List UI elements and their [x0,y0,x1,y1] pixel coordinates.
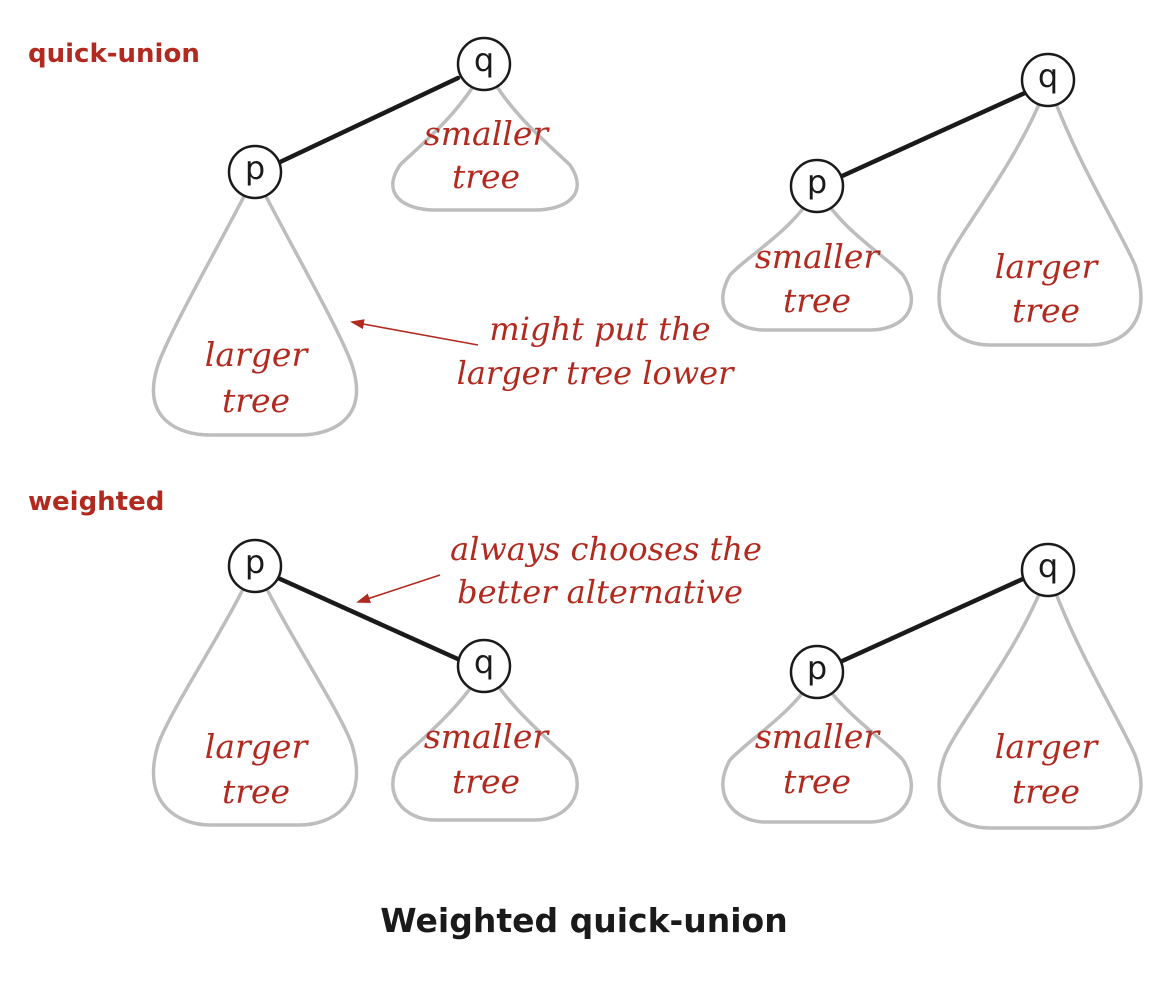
quick-union-label: quick-union [28,39,200,69]
quick-union-note-line2: larger tree lower [457,354,736,392]
weighted-note-arrow [356,574,441,603]
w-right-group: p q smaller tree larger tree [721,542,1143,830]
smaller-tree-outline [721,183,914,332]
node-p: p [227,144,283,200]
larger-tree-label-line2: tree [222,381,290,420]
smaller-tree-label-line1: smaller [424,114,551,153]
larger-tree-outline [937,566,1143,830]
smaller-tree-label-line2: tree [783,281,851,320]
weighted-note-line1: always chooses the [450,530,762,568]
smaller-tree-label-line2: tree [452,157,520,196]
smaller-tree-label-line1: smaller [755,717,882,756]
smaller-tree-label-line1: smaller [424,717,551,756]
link-p-q [275,75,461,166]
larger-tree-label-line2: tree [1012,291,1080,330]
node-p: p [789,158,845,214]
link-p-q [837,89,1030,180]
node-q-label: q [474,41,494,79]
node-p: p [227,538,283,594]
smaller-tree-outline [391,661,579,822]
larger-tree-label-line2: tree [222,772,290,811]
quick-union-note-arrow [350,319,479,346]
node-q: q [1020,52,1076,108]
node-p-label: p [807,163,827,201]
node-q: q [1020,542,1076,598]
node-q-label: q [1038,57,1058,95]
node-p-label: p [245,543,265,581]
node-q: q [456,36,512,92]
link-p-q [837,575,1028,665]
larger-tree-label-line1: larger [205,335,310,374]
weighted-note-line2: better alternative [457,573,743,611]
figure-caption: Weighted quick-union [380,901,787,940]
qu-left-group: p q larger tree smaller tree [151,36,579,437]
weighted-label: weighted [28,487,164,517]
smaller-tree-outline [391,60,579,212]
larger-tree-label-line1: larger [995,247,1100,286]
qu-right-group: p q smaller tree larger tree [721,52,1143,347]
larger-tree-label-line1: larger [205,727,310,766]
smaller-tree-label-line2: tree [452,762,520,801]
node-q-label: q [474,643,494,681]
larger-tree-outline [937,76,1143,347]
node-p: p [789,644,845,700]
smaller-tree-label-line1: smaller [755,237,882,276]
larger-tree-label-line2: tree [1012,772,1080,811]
link-p-q [275,575,463,663]
quick-union-note-line1: might put the [489,310,710,348]
larger-tree-label-line1: larger [995,727,1100,766]
node-q: q [456,638,512,694]
node-p-label: p [807,649,827,687]
smaller-tree-label-line2: tree [783,762,851,801]
larger-tree-outline [151,171,359,437]
w-left-group: p q larger tree smaller tree [151,538,579,827]
node-q-label: q [1038,547,1058,585]
larger-tree-outline [151,560,359,827]
node-p-label: p [245,149,265,187]
smaller-tree-outline [721,668,914,824]
